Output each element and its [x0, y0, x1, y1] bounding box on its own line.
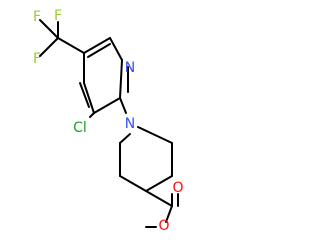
bond-ce-n2 — [119, 133, 131, 144]
bond-c3-c4 — [83, 82, 95, 114]
atom-f2-label: F — [33, 51, 41, 67]
bond-c5-c6 — [83, 37, 111, 54]
atom-o1: O — [172, 180, 183, 196]
atom-cl: Cl — [73, 120, 87, 136]
bond-cf3-f1 — [39, 19, 59, 39]
molecule-structure: F F F N Cl N O O — [33, 8, 184, 234]
bond-n1-c2 — [119, 59, 123, 99]
atom-n2: N — [125, 116, 135, 132]
bond-cb-cc — [145, 175, 173, 192]
atom-f1-label: F — [33, 9, 41, 25]
atom-o2: O — [158, 218, 169, 234]
bond-c2-c3 — [93, 97, 121, 114]
bond-c3-c4-inner — [79, 82, 90, 108]
atom-f2: F — [33, 51, 41, 67]
bond-c2-n2 — [119, 97, 127, 114]
bond-carbonyl-o-single — [165, 205, 173, 223]
atom-n2-label: N — [125, 116, 135, 132]
atom-n1: N — [125, 60, 135, 76]
atom-n1-label: N — [125, 60, 135, 76]
atom-cl-label: Cl — [73, 120, 87, 136]
atom-labels: F F F N Cl N O O — [33, 8, 184, 234]
atom-f3-label: F — [54, 8, 62, 24]
atom-f1: F — [33, 9, 41, 25]
bond-cc-cd — [119, 175, 147, 192]
bond-cf3-ring — [57, 37, 85, 54]
bonds — [39, 19, 179, 228]
bond-cc-carbonyl — [145, 190, 173, 207]
atom-f3: F — [54, 8, 62, 24]
atom-o2-label: O — [158, 218, 169, 234]
bond-n2-ca — [137, 126, 173, 144]
atom-o1-label: O — [172, 180, 183, 196]
bond-c6-n1 — [109, 37, 123, 61]
bond-c6-c6-inner — [87, 43, 111, 58]
bond-c3-cl — [89, 112, 95, 118]
bond-cf3-f2 — [39, 37, 59, 57]
